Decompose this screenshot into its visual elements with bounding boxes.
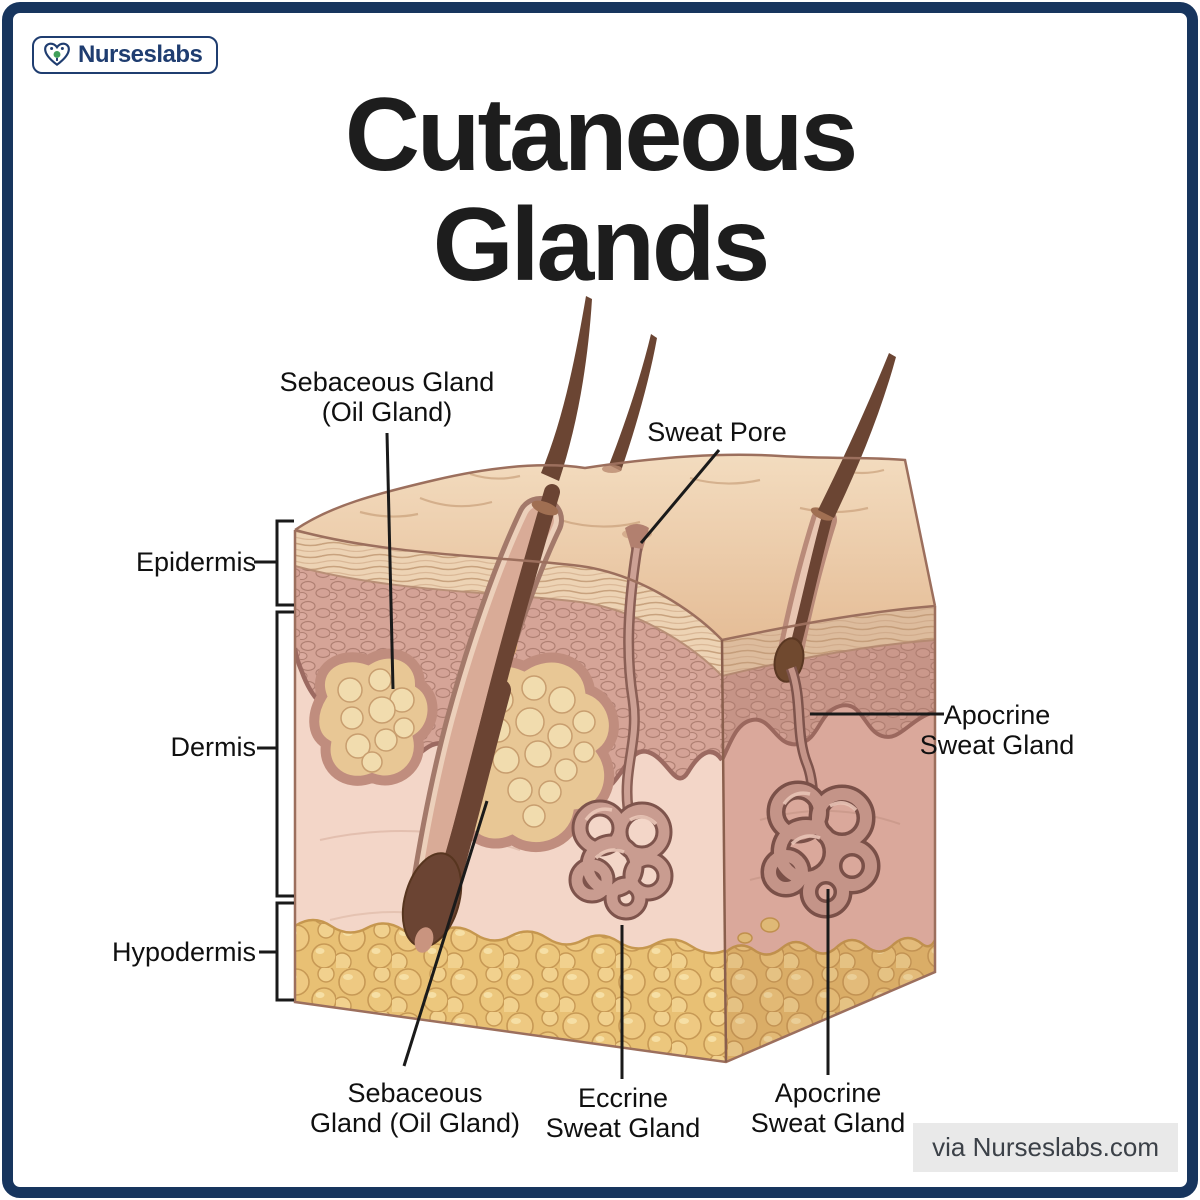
label-dermis: Dermis	[170, 732, 257, 762]
page-title: Cutaneous Glands	[0, 77, 1200, 304]
leader-lines	[385, 432, 944, 1079]
hair-shaft-small	[609, 334, 657, 471]
bracket-dermis	[275, 610, 294, 898]
label-sebaceous-gland-top: Sebaceous Gland (Oil Gland)	[279, 367, 495, 427]
hair-follicle-right	[773, 507, 837, 683]
leader-sebaceous-bottom	[402, 800, 489, 1067]
layer-brackets	[254, 519, 294, 1002]
hair-follicle-large	[401, 484, 564, 953]
label-apocrine-sweat-gland-bottom: Apocrine Sweat Gland	[750, 1078, 906, 1138]
title-line-1: Cutaneous	[344, 77, 858, 193]
hair-shaft-large	[541, 296, 592, 481]
bracket-epidermis	[275, 519, 294, 607]
label-apocrine-sweat-gland-right: Apocrine Sweat Gland	[919, 700, 1075, 760]
apocrine-sweat-gland-structure	[760, 666, 881, 919]
label-eccrine-sweat-gland: Eccrine Sweat Gland	[545, 1083, 701, 1143]
attribution-badge: via Nurseslabs.com	[913, 1123, 1178, 1172]
logo-text: Nurseslabs	[78, 41, 203, 68]
label-hypodermis: Hypodermis	[111, 937, 256, 967]
label-epidermis: Epidermis	[135, 547, 256, 577]
eccrine-sweat-gland-structure	[568, 524, 674, 921]
label-sweat-pore: Sweat Pore	[647, 417, 787, 447]
hair-shaft-right	[818, 353, 896, 518]
sebaceous-gland-left	[309, 648, 438, 786]
bracket-hypodermis	[275, 901, 294, 1002]
heart-stethoscope-icon	[43, 41, 71, 69]
leader-sweat-pore	[639, 449, 721, 544]
label-sebaceous-gland-bottom: Sebaceous Gland (Oil Gland)	[309, 1078, 521, 1138]
hair-shafts	[541, 296, 896, 518]
nurseslabs-logo: Nurseslabs	[32, 36, 219, 74]
title-line-2: Glands	[432, 187, 771, 304]
leader-sebaceous-top	[385, 432, 395, 690]
